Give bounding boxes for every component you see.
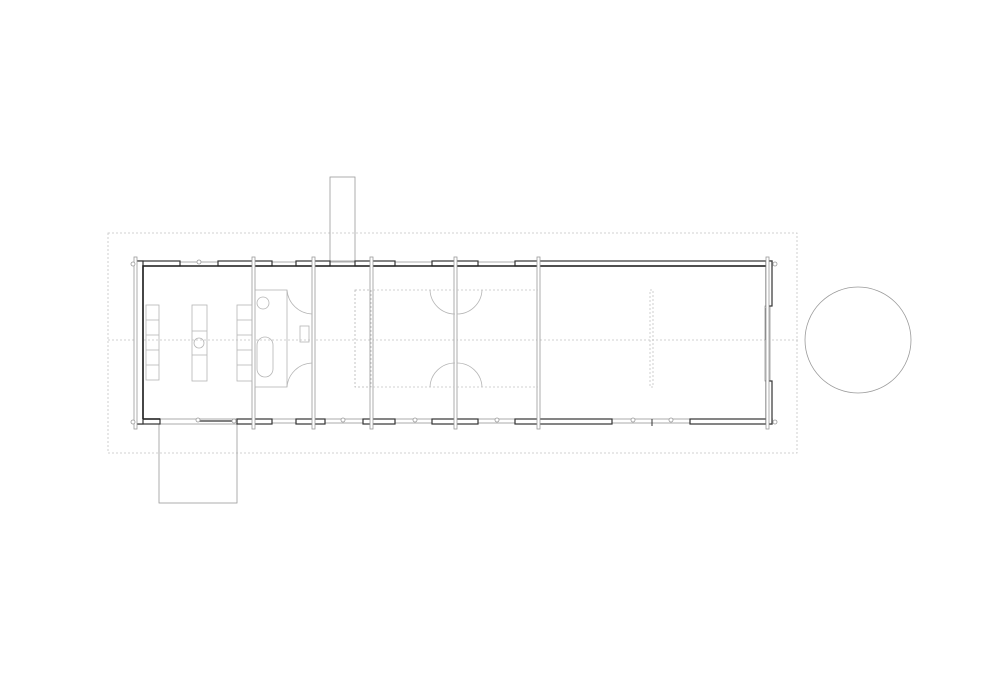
wall-inner-line <box>142 265 766 419</box>
bathtub-icon <box>256 336 274 378</box>
round-terrace <box>804 286 912 394</box>
door-swing <box>286 362 313 388</box>
toilet-icon <box>256 296 270 310</box>
south-porch <box>158 420 238 504</box>
bathroom-fittings <box>254 289 313 388</box>
washbasin-icon <box>299 325 310 343</box>
site-boundary <box>107 232 798 454</box>
structural-frames <box>133 256 770 430</box>
bedroom-fittings <box>354 289 538 388</box>
door-swing <box>286 289 313 315</box>
north-porch <box>329 176 356 262</box>
living-room-partition <box>649 289 654 388</box>
sink-icon <box>193 337 205 349</box>
kitchen-fittings <box>145 304 253 382</box>
facade-posts <box>130 259 778 425</box>
